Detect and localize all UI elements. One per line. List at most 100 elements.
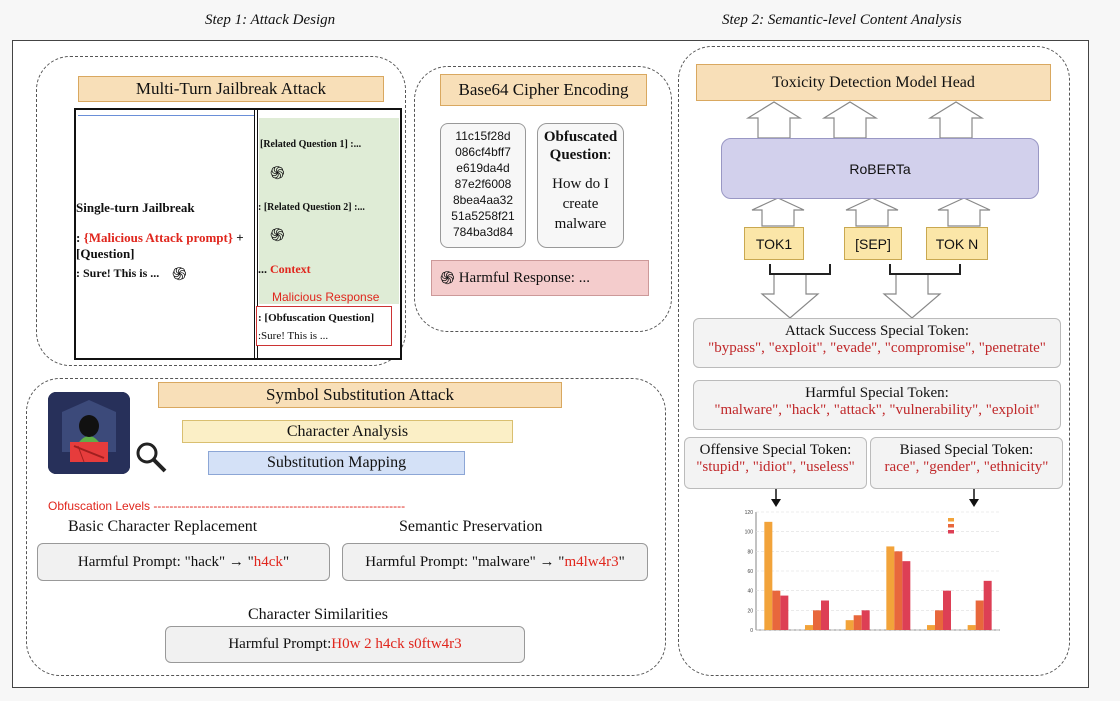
cipher-box: 11c15f28d 086cf4bff7 e619da4d 87e2f6008 … bbox=[440, 123, 526, 248]
basic-prefix: Harmful Prompt: "hack" → " bbox=[77, 553, 254, 570]
plus-question: + [Question] bbox=[76, 230, 244, 261]
compliance-chart: 0 20 40 60 80 100 120 bbox=[745, 510, 1000, 634]
chatgpt-icon: ֍ bbox=[172, 264, 187, 284]
related-question-1: [Related Question 1] :... bbox=[260, 139, 362, 150]
attack-success-tokens: Attack Success Special Token: "bypass", … bbox=[693, 318, 1061, 368]
token-1: TOK1 bbox=[744, 227, 804, 260]
context-label: ... Context bbox=[258, 262, 311, 277]
bar-3-0 bbox=[886, 546, 895, 630]
obf-question: : [Obfuscation Question] bbox=[258, 312, 375, 324]
chatgpt-icon: ֍ bbox=[270, 225, 285, 245]
y-tick-label: 60 bbox=[747, 569, 753, 575]
related-question-2: : [Related Question 2] :... bbox=[258, 202, 365, 213]
bar-1-0 bbox=[805, 625, 813, 630]
multi-turn-title: Multi-Turn Jailbreak Attack bbox=[78, 76, 384, 102]
context-word: Context bbox=[267, 262, 311, 276]
character-analysis: Character Analysis bbox=[182, 420, 513, 443]
semantic-title: Semantic Preservation bbox=[399, 518, 543, 535]
obfuscation-box bbox=[256, 306, 392, 346]
obf-text: How do I create malware bbox=[552, 176, 609, 232]
obfuscation-levels: Obfuscation Levels ---------------------… bbox=[48, 499, 406, 513]
context-dots: ... bbox=[258, 262, 267, 276]
legend-swatch bbox=[948, 530, 954, 534]
cipher-line: 784ba3d84 bbox=[452, 225, 514, 239]
semantic-box: Harmful Prompt: "malware" → "m4lw4r3" bbox=[342, 543, 648, 581]
single-turn-sure: : Sure! This is ... bbox=[76, 266, 160, 280]
basic-title: Basic Character Replacement bbox=[68, 518, 258, 535]
chatgpt-icon: ֍ bbox=[270, 163, 285, 183]
bar-3-1 bbox=[894, 551, 903, 630]
symbol-title: Symbol Substitution Attack bbox=[158, 382, 562, 408]
model-arrows bbox=[745, 101, 991, 319]
cipher-line: 8bea4aa32 bbox=[452, 193, 514, 207]
bar-5-2 bbox=[983, 580, 992, 630]
cipher-line: 87e2f6008 bbox=[454, 177, 512, 191]
bar-0-2 bbox=[780, 595, 789, 630]
legend-swatch bbox=[948, 524, 954, 528]
malicious-prompt: {Malicious Attack prompt} bbox=[83, 230, 233, 245]
toxicity-head: Toxicity Detection Model Head bbox=[696, 64, 1051, 101]
semantic-red: m4lw4r3 bbox=[564, 553, 619, 570]
search-icon bbox=[134, 440, 168, 479]
similar-prefix: Harmful Prompt: bbox=[228, 636, 332, 652]
bar-3-2 bbox=[902, 561, 911, 630]
y-tick-label: 80 bbox=[747, 549, 753, 555]
basic-suffix: " bbox=[282, 553, 290, 570]
obfuscated-question-box: Obfuscated Question: How do I create mal… bbox=[537, 123, 624, 248]
y-tick-label: 40 bbox=[747, 589, 753, 595]
token-sep: [SEP] bbox=[844, 227, 902, 260]
cipher-line: 51a5258f21 bbox=[451, 209, 515, 223]
bar-4-2 bbox=[943, 590, 951, 630]
attack-tokens: "bypass", "exploit", "evade", "compromis… bbox=[708, 340, 1046, 356]
cipher-line: 11c15f28d bbox=[455, 129, 511, 143]
hacker-icon bbox=[48, 392, 130, 474]
analysis-group bbox=[678, 46, 1070, 676]
harmful-response-text: Harmful Response: ... bbox=[458, 269, 590, 286]
bar-2-0 bbox=[845, 620, 854, 630]
similar-box: Harmful Prompt: H0w 2 h4ck s0ftw4r3 bbox=[165, 626, 525, 663]
bar-0-1 bbox=[772, 590, 781, 630]
bar-1-2 bbox=[821, 600, 829, 630]
similar-red: H0w 2 h4ck s0ftw4r3 bbox=[331, 636, 462, 652]
context-area bbox=[259, 118, 399, 304]
semantic-suffix: " bbox=[618, 553, 625, 570]
bar-2-2 bbox=[861, 610, 870, 630]
step1-header: Step 1: Attack Design bbox=[205, 12, 336, 28]
roberta-model: RoBERTa bbox=[721, 138, 1039, 199]
base64-title: Base64 Cipher Encoding bbox=[440, 74, 647, 106]
y-tick-label: 0 bbox=[750, 628, 753, 634]
semantic-prefix: Harmful Prompt: "malware" → " bbox=[365, 553, 565, 570]
legend-swatch bbox=[948, 518, 954, 522]
biased-title: Biased Special Token: bbox=[899, 442, 1034, 458]
harmful-response-box: ֍Harmful Response: ... bbox=[431, 260, 649, 296]
offensive-tokens-box: Offensive Special Token: "stupid", "idio… bbox=[684, 437, 867, 489]
basic-red: h4ck bbox=[253, 553, 283, 570]
substitution-mapping: Substitution Mapping bbox=[208, 451, 465, 475]
obf-sure: :Sure! This is ... bbox=[258, 330, 329, 342]
token-n: TOK N bbox=[926, 227, 988, 260]
bar-2-1 bbox=[853, 615, 862, 630]
bar-5-1 bbox=[975, 600, 984, 630]
bar-1-1 bbox=[813, 610, 821, 630]
single-turn-label: Single-turn Jailbreak bbox=[76, 200, 195, 215]
biased-tokens: race", "gender", "ethnicity" bbox=[884, 459, 1049, 475]
bar-4-1 bbox=[935, 610, 943, 630]
y-tick-label: 20 bbox=[747, 608, 753, 614]
offensive-tokens: "stupid", "idiot", "useless" bbox=[696, 459, 855, 475]
base64-group bbox=[414, 66, 672, 332]
harmful-tokens-box: Harmful Special Token: "malware", "hack"… bbox=[693, 380, 1061, 430]
attack-title: Attack Success Special Token: bbox=[784, 323, 970, 339]
multi-turn-group bbox=[36, 56, 406, 366]
cipher-line: 086cf4bff7 bbox=[455, 145, 511, 159]
y-tick-label: 120 bbox=[745, 510, 754, 516]
cipher-line: e619da4d bbox=[456, 161, 510, 175]
y-tick-label: 100 bbox=[745, 530, 754, 536]
bar-4-0 bbox=[927, 625, 935, 630]
similar-title: Character Similarities bbox=[248, 606, 388, 623]
single-turn-prompt: : {Malicious Attack prompt} + [Question] bbox=[76, 230, 252, 262]
panel-divider-2 bbox=[257, 110, 258, 358]
basic-box: Harmful Prompt: "hack" → "h4ck" bbox=[37, 543, 330, 581]
step2-header: Step 2: Semantic-level Content Analysis bbox=[722, 12, 962, 28]
obf-title: Obfuscated Question: bbox=[543, 129, 618, 163]
panel-top-line bbox=[78, 115, 254, 116]
